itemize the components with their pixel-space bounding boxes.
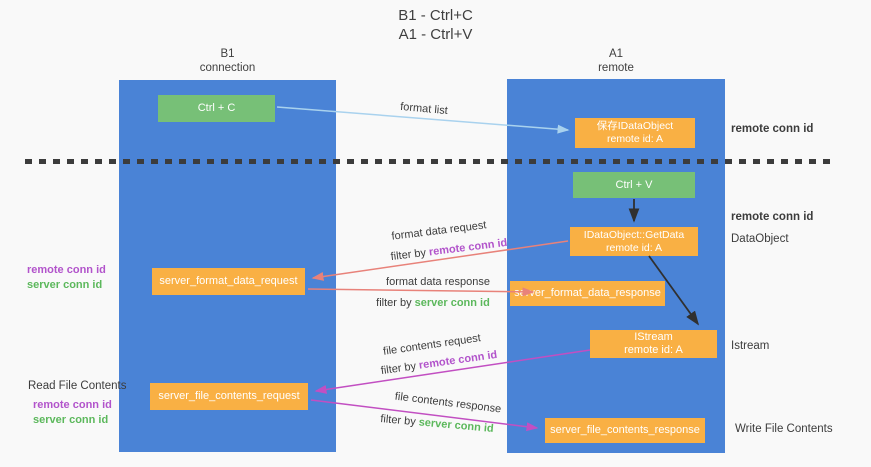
format-data-response-label: format data response [386,276,490,288]
server-format-data-response-box: server_format_data_response [510,281,665,306]
remote-conn-id-text: remote conn id [428,236,508,259]
filter-by-text: filter by [380,360,417,378]
server-conn-id-text: server conn id [414,297,490,309]
dataobject-label: DataObject [731,233,789,245]
title-line-1: B1 - Ctrl+C [398,7,473,24]
server-file-contents-request-label: server_file_contents_request [158,390,300,402]
format-data-request-label: format data request [390,219,488,243]
right-remote-conn-id-mid: remote conn id [731,211,814,223]
left-server-conn-id: server conn id [27,279,103,291]
format-data-response-arrow [307,287,535,297]
ctrl-c-box: Ctrl + C [158,95,275,122]
left-conn-id-stack: remote conn id server conn id [27,263,106,293]
save-idataobject-line2: remote id: A [606,133,664,145]
ctrl-c-label: Ctrl + C [197,102,236,114]
machine-boundary-dashed-line [25,159,837,164]
left-bottom-conn-id-stack: remote conn id server conn id [33,398,112,428]
remote-conn-id-text: remote conn id [418,348,498,372]
server-file-contents-response-box: server_file_contents_response [545,418,705,443]
filter-by-text: filter by [376,297,412,309]
server-file-contents-request-box: server_file_contents_request [150,383,308,410]
istream-box: IStream remote id: A [590,330,717,358]
left-remote-conn-id: remote conn id [27,264,106,276]
left-bottom-server-conn-id: server conn id [33,414,109,426]
idataobject-getdata-box: IDataObject::GetData remote id: A [570,227,698,256]
server-format-data-request-box: server_format_data_request [152,268,305,295]
lane-right-name: A1 [608,48,624,60]
lane-left-name: B1 [220,48,235,60]
write-file-contents-label: Write File Contents [735,423,833,435]
ctrl-v-box: Ctrl + V [573,172,695,198]
lane-right-subtitle: remote [598,62,634,74]
save-idataobject-box: 保存IDataObject remote id: A [575,118,695,148]
lane-left-header: B1 connection [119,47,336,75]
lane-left-subtitle: connection [199,62,256,74]
save-idataobject-line1: 保存IDataObject [596,120,674,132]
lane-right-header: A1 remote [507,47,725,75]
server-conn-id-text: server conn id [418,416,495,435]
file-contents-response-label: file contents response [394,390,502,416]
server-format-data-request-label: server_format_data_request [159,275,298,287]
getdata-line2: remote id: A [605,241,663,254]
istream-line1: IStream [634,331,673,343]
istream-side-label: Istream [731,340,770,352]
server-file-contents-response-label: server_file_contents_response [550,424,700,436]
filter-by-text: filter by [390,246,427,264]
read-file-contents-label: Read File Contents [28,380,127,392]
format-list-label: format list [399,100,449,118]
right-remote-conn-id-top: remote conn id [731,123,814,135]
server-format-data-response-label: server_format_data_response [514,287,661,299]
diagram-title: B1 - Ctrl+C A1 - Ctrl+V [0,6,871,44]
getdata-line1: IDataObject::GetData [583,228,685,241]
left-bottom-remote-conn-id: remote conn id [33,399,112,411]
filter-by-text: filter by [379,413,417,429]
title-line-2: A1 - Ctrl+V [398,26,473,43]
istream-line2: remote id: A [624,344,683,356]
ctrl-v-label: Ctrl + V [615,178,653,191]
